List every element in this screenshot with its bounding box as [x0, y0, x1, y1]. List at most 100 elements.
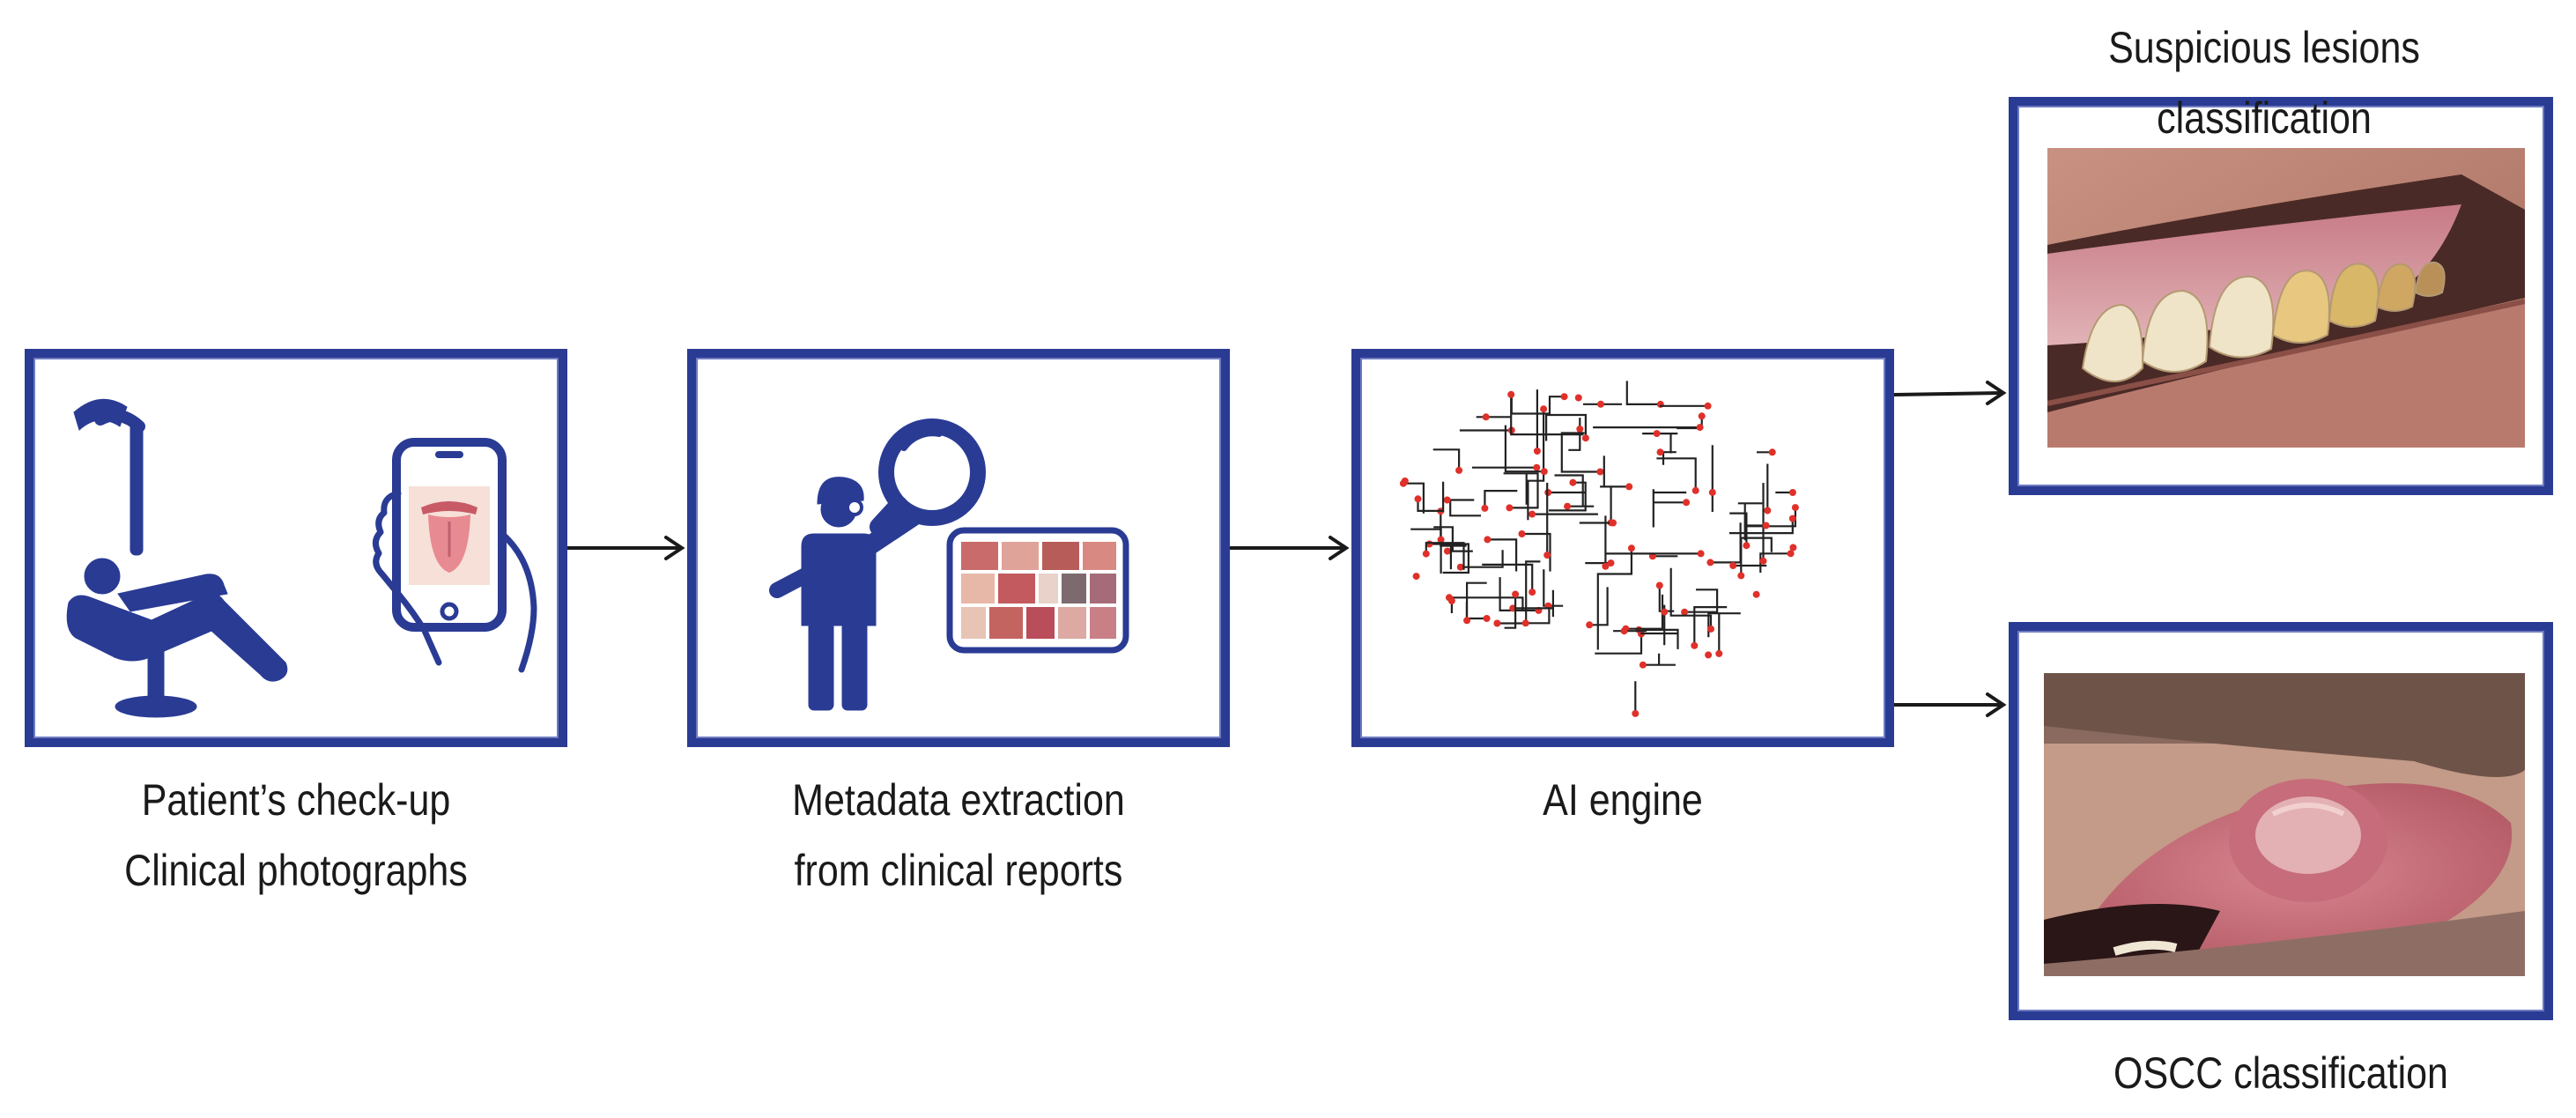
circuit-trace	[1504, 594, 1517, 629]
circuit-brain-icon	[1399, 381, 1799, 717]
circuit-node	[1576, 426, 1584, 433]
circuit-node	[1414, 495, 1422, 503]
circuit-node	[1661, 608, 1669, 616]
circuit-node	[1706, 559, 1714, 566]
dental-chair-icon	[66, 398, 288, 718]
circuit-node	[1518, 530, 1526, 537]
circuit-node	[1683, 499, 1691, 507]
circuit-trace	[1527, 409, 1545, 521]
circuit-node	[1759, 557, 1767, 565]
circuit-node	[1743, 542, 1751, 550]
circuit-node	[1715, 649, 1723, 657]
arrow-checkup-to-metadata	[567, 536, 685, 560]
circuit-node	[1708, 488, 1716, 496]
arrow-ai-to-suspicious	[1894, 381, 2007, 405]
circuit-node	[1705, 651, 1713, 659]
circuit-node	[1632, 709, 1640, 717]
circuit-trace	[1693, 606, 1728, 646]
circuit-node	[1707, 625, 1714, 633]
circuit-node	[1463, 617, 1471, 625]
circuit-node	[1481, 504, 1489, 512]
circuit-trace	[1449, 596, 1524, 611]
circuit-node	[1764, 507, 1772, 515]
circuit-trace	[1465, 602, 1487, 620]
stage-box-checkup	[25, 349, 567, 747]
circuit-node	[1788, 489, 1796, 496]
circuit-node	[1681, 608, 1689, 616]
circuit-node	[1493, 619, 1501, 627]
output-box-oscc	[2009, 622, 2553, 1020]
circuit-traces	[1399, 381, 1799, 717]
circuit-node	[1443, 547, 1451, 555]
circuit-node	[1607, 559, 1615, 567]
circuit-node	[1602, 562, 1610, 570]
stage-box-ai-engine	[1351, 349, 1894, 747]
circuit-node	[1569, 478, 1577, 486]
output-box-suspicious-lesions	[2009, 97, 2553, 495]
circuit-node	[1762, 522, 1770, 529]
circuit-trace	[1669, 567, 1713, 629]
circuit-node	[1788, 515, 1796, 522]
circuit-node	[1737, 572, 1745, 580]
circuit-node	[1443, 496, 1451, 504]
arrow-ai-to-oscc	[1894, 692, 2007, 717]
stage-label-checkup: Patient’s check-up Clinical photographs	[124, 775, 468, 895]
circuit-trace	[1521, 532, 1551, 572]
checkup-illustration	[66, 398, 537, 718]
circuit-trace	[1487, 538, 1518, 572]
circuit-trace	[1737, 502, 1766, 541]
circuit-node	[1656, 448, 1664, 456]
circuit-trace	[1503, 472, 1539, 509]
circuit-node	[1625, 483, 1633, 491]
circuit-node	[1456, 563, 1464, 571]
circuit-node	[1639, 661, 1647, 669]
circuit-trace	[1560, 432, 1601, 473]
circuit-node	[1581, 434, 1589, 442]
circuit-node	[1422, 550, 1430, 558]
oscc-tongue-photo	[2044, 673, 2525, 976]
clinical-photo-grid-icon	[946, 527, 1129, 654]
circuit-node	[1610, 519, 1617, 527]
stage-label-metadata: Metadata extraction from clinical report…	[792, 775, 1125, 895]
circuit-trace	[1510, 394, 1584, 436]
circuit-node	[1586, 621, 1594, 629]
circuit-node	[1412, 573, 1420, 581]
circuit-node	[1482, 413, 1490, 421]
circuit-node	[1752, 590, 1760, 598]
circuit-trace	[1425, 542, 1465, 570]
circuit-node	[1533, 463, 1541, 471]
circuit-node	[1704, 402, 1712, 410]
circuit-trace	[1656, 457, 1697, 491]
circuit-node	[1789, 544, 1797, 552]
circuit-trace	[1447, 499, 1481, 517]
circuit-node	[1574, 394, 1582, 402]
arrow-metadata-to-ai	[1230, 536, 1350, 560]
circuit-node	[1564, 502, 1572, 510]
circuit-trace	[1482, 563, 1534, 593]
circuit-trace	[1403, 482, 1425, 514]
tongue-photo-icon	[421, 501, 477, 515]
circuit-trace	[1525, 604, 1551, 625]
circuit-node	[1521, 619, 1529, 627]
circuit-trace	[1642, 433, 1678, 454]
circuit-node	[1506, 504, 1514, 512]
circuit-node	[1484, 536, 1492, 544]
circuit-node	[1529, 510, 1536, 518]
circuit-node	[1401, 478, 1409, 485]
circuit-trace	[1410, 528, 1442, 574]
circuit-node	[1627, 544, 1635, 552]
circuit-trace	[1484, 490, 1518, 508]
circuit-trace	[1729, 512, 1748, 546]
circuit-node	[1540, 405, 1548, 413]
circuit-trace	[1497, 560, 1541, 625]
circuit-node	[1691, 486, 1699, 494]
circuit-node	[1512, 590, 1520, 598]
stage-label-ai-engine: AI engine	[1543, 775, 1703, 825]
metadata-illustration	[769, 418, 1129, 711]
circuit-trace	[1429, 543, 1469, 574]
circuit-node	[1787, 550, 1795, 558]
researcher-magnifier-icon	[769, 418, 986, 711]
circuit-node	[1729, 562, 1737, 569]
output-title-oscc: OSCC classification	[2113, 1048, 2448, 1098]
circuit-node	[1507, 390, 1515, 398]
